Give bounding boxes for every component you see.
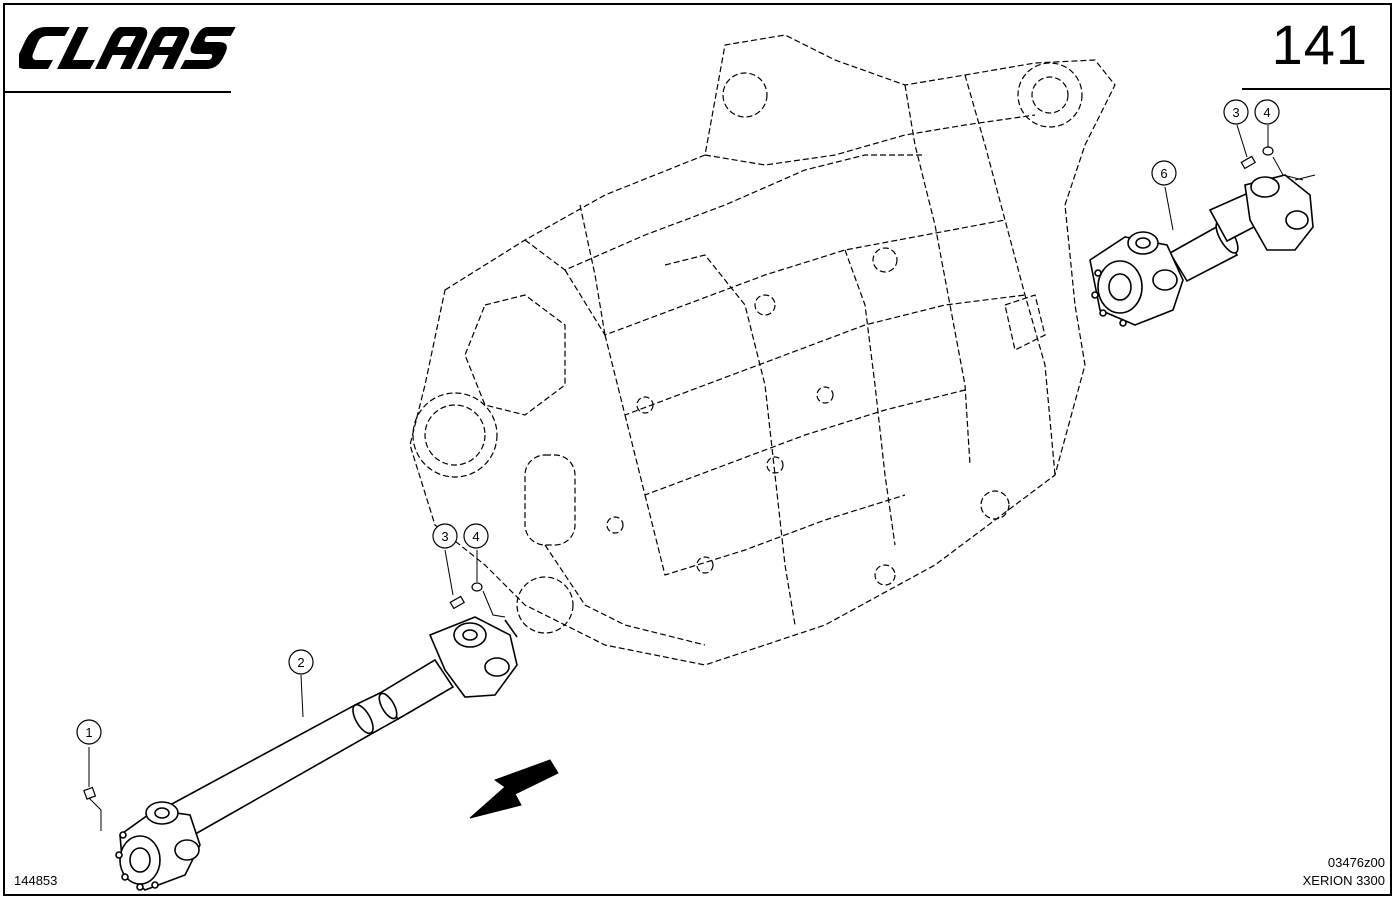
callout-1-label: 1 (85, 725, 92, 740)
callout-1: 1 (76, 719, 102, 745)
fasteners (83, 146, 1274, 800)
claas-logo-graphic (16, 27, 236, 69)
bolt-3-front (449, 595, 466, 610)
callout-3-front: 3 (432, 523, 458, 549)
travel-direction-arrow (469, 759, 559, 819)
callout-4-rear-label: 4 (1263, 105, 1270, 120)
rear-propeller-shaft (1089, 174, 1314, 327)
callout-2-label: 2 (297, 655, 304, 670)
nut-1 (83, 786, 97, 800)
leader-lines (88, 124, 1316, 831)
page-number-underline (1242, 88, 1390, 90)
washer-4-front (471, 582, 483, 592)
washer-4-rear (1262, 146, 1274, 156)
callout-4-rear: 4 (1254, 99, 1280, 125)
callout-3-rear-label: 3 (1232, 105, 1239, 120)
model-name: XERION 3300 (1302, 873, 1385, 888)
parts-sheet: 141 (3, 3, 1392, 896)
callout-6: 6 (1151, 160, 1177, 186)
gearbox-outline (409, 34, 1116, 666)
callout-4-front: 4 (463, 523, 489, 549)
drawing-id: 144853 (14, 873, 58, 888)
claas-logo (16, 23, 239, 78)
callout-6-label: 6 (1160, 166, 1167, 181)
brand-underline (5, 91, 231, 93)
bolt-3-rear (1240, 155, 1257, 170)
callout-2: 2 (288, 649, 314, 675)
figure-code: 03476z00 (1327, 855, 1385, 870)
front-propeller-shaft (115, 616, 518, 891)
page-number: 141 (1271, 13, 1368, 76)
callout-3-rear: 3 (1223, 99, 1249, 125)
exploded-view-drawing: 1 2 3 4 3 4 6 (76, 34, 1316, 891)
callout-3-front-label: 3 (441, 529, 448, 544)
callout-4-front-label: 4 (472, 529, 479, 544)
